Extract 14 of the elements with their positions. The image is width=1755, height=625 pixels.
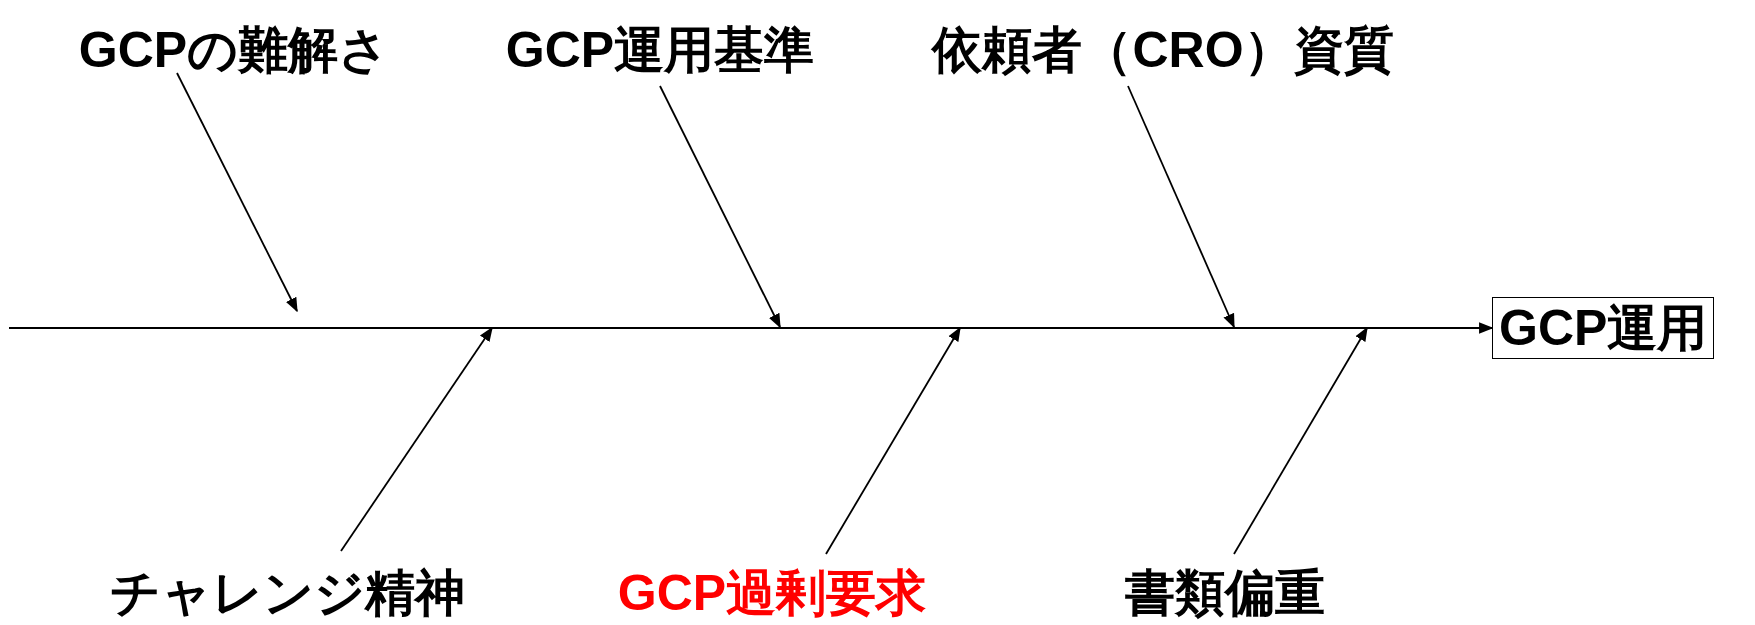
cause-label: GCPの難解さ <box>78 20 390 80</box>
cause-label: チャレンジ精神 <box>109 563 465 623</box>
arrow <box>1127 85 1235 329</box>
cause-label: 書類偏重 <box>1125 563 1325 623</box>
spine-arrow <box>8 322 1494 334</box>
cause-label: GCP運用基準 <box>505 20 815 80</box>
effect-box: GCP運用 <box>1492 297 1715 359</box>
arrow <box>340 326 493 552</box>
arrow <box>659 85 781 329</box>
arrow <box>825 326 961 555</box>
cause-label: GCP過剰要求 <box>617 563 927 623</box>
cause-label: 依頼者（CRO）資質 <box>932 20 1394 80</box>
arrow <box>176 72 298 313</box>
arrow <box>1233 326 1368 555</box>
